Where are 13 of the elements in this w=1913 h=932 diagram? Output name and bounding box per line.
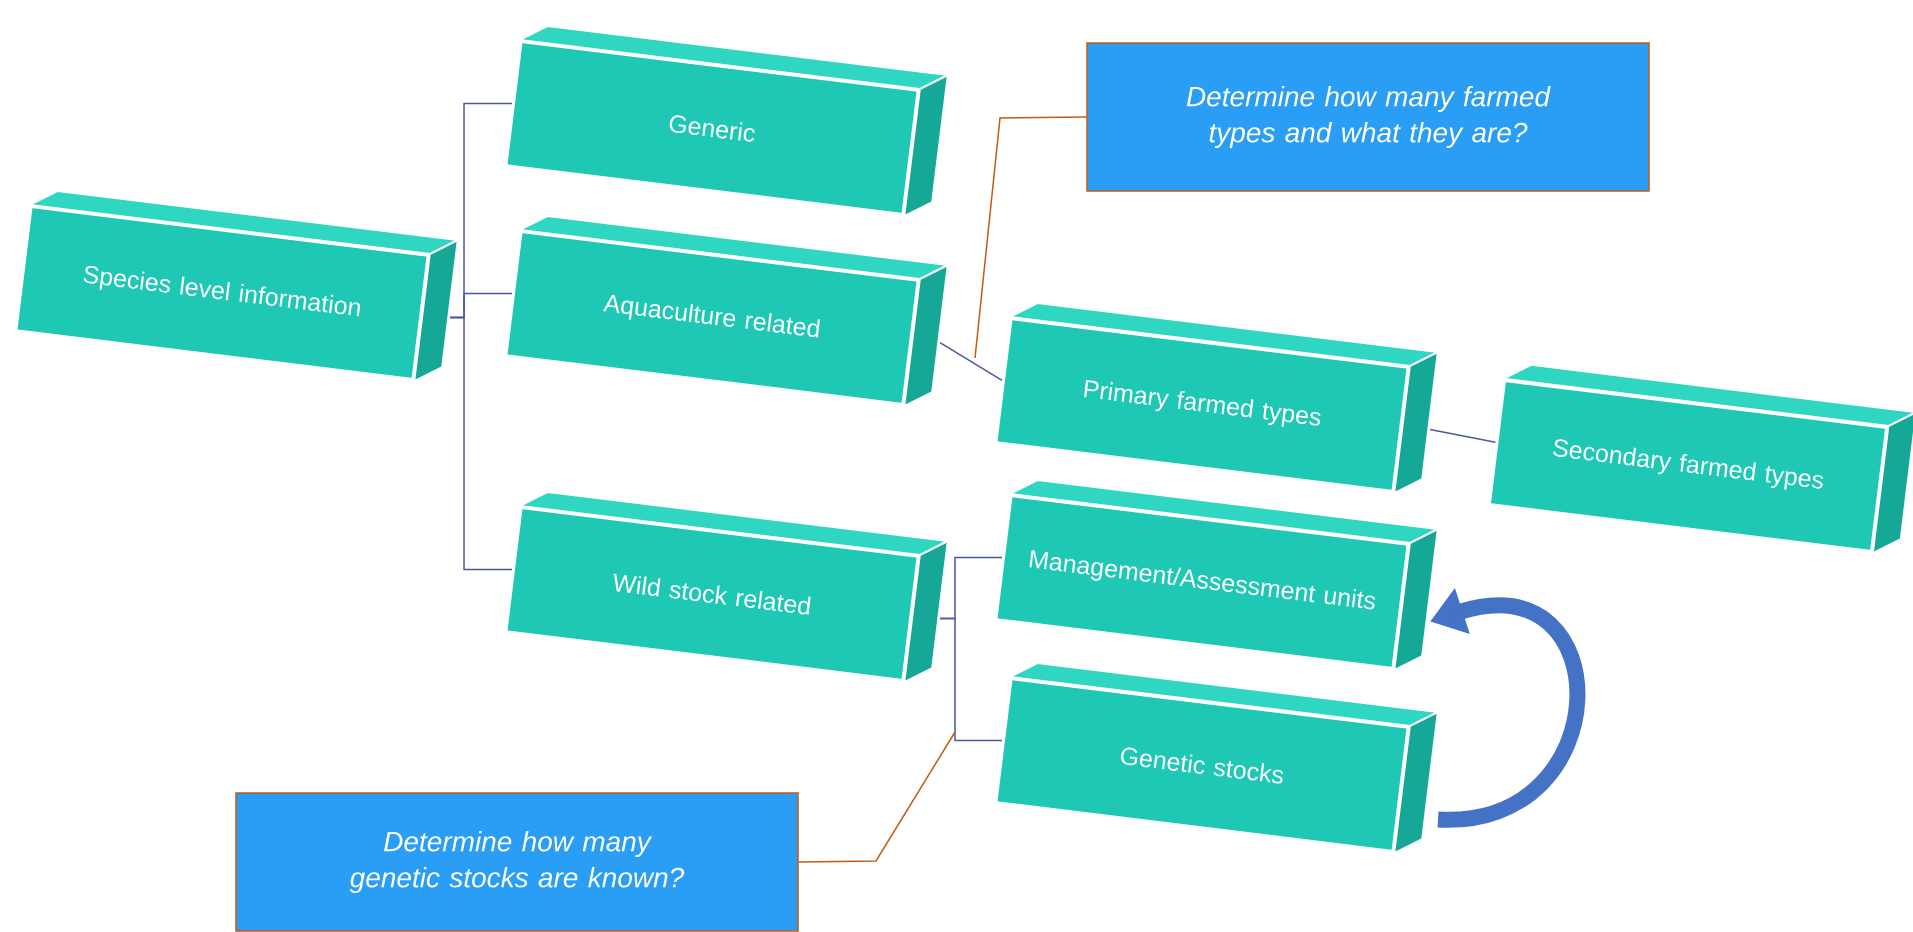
process-box: Primary farmed types [994, 301, 1442, 495]
process-box: Secondary farmed types [1487, 363, 1913, 555]
connector-line [1429, 428, 1497, 444]
connector-line [939, 617, 1003, 742]
process-box: Genetic stocks [994, 661, 1442, 855]
connector-line [939, 341, 1003, 382]
leader-line [798, 731, 956, 863]
callout-box: Determine how many farmed types and what they are? [1086, 42, 1650, 192]
callout-box: Determine how many genetic stocks are known? [235, 792, 799, 932]
connector-line [449, 316, 513, 571]
process-box: Species level information [14, 189, 462, 383]
process-box: Wild stock related [504, 490, 952, 684]
leader-line [974, 116, 1087, 359]
